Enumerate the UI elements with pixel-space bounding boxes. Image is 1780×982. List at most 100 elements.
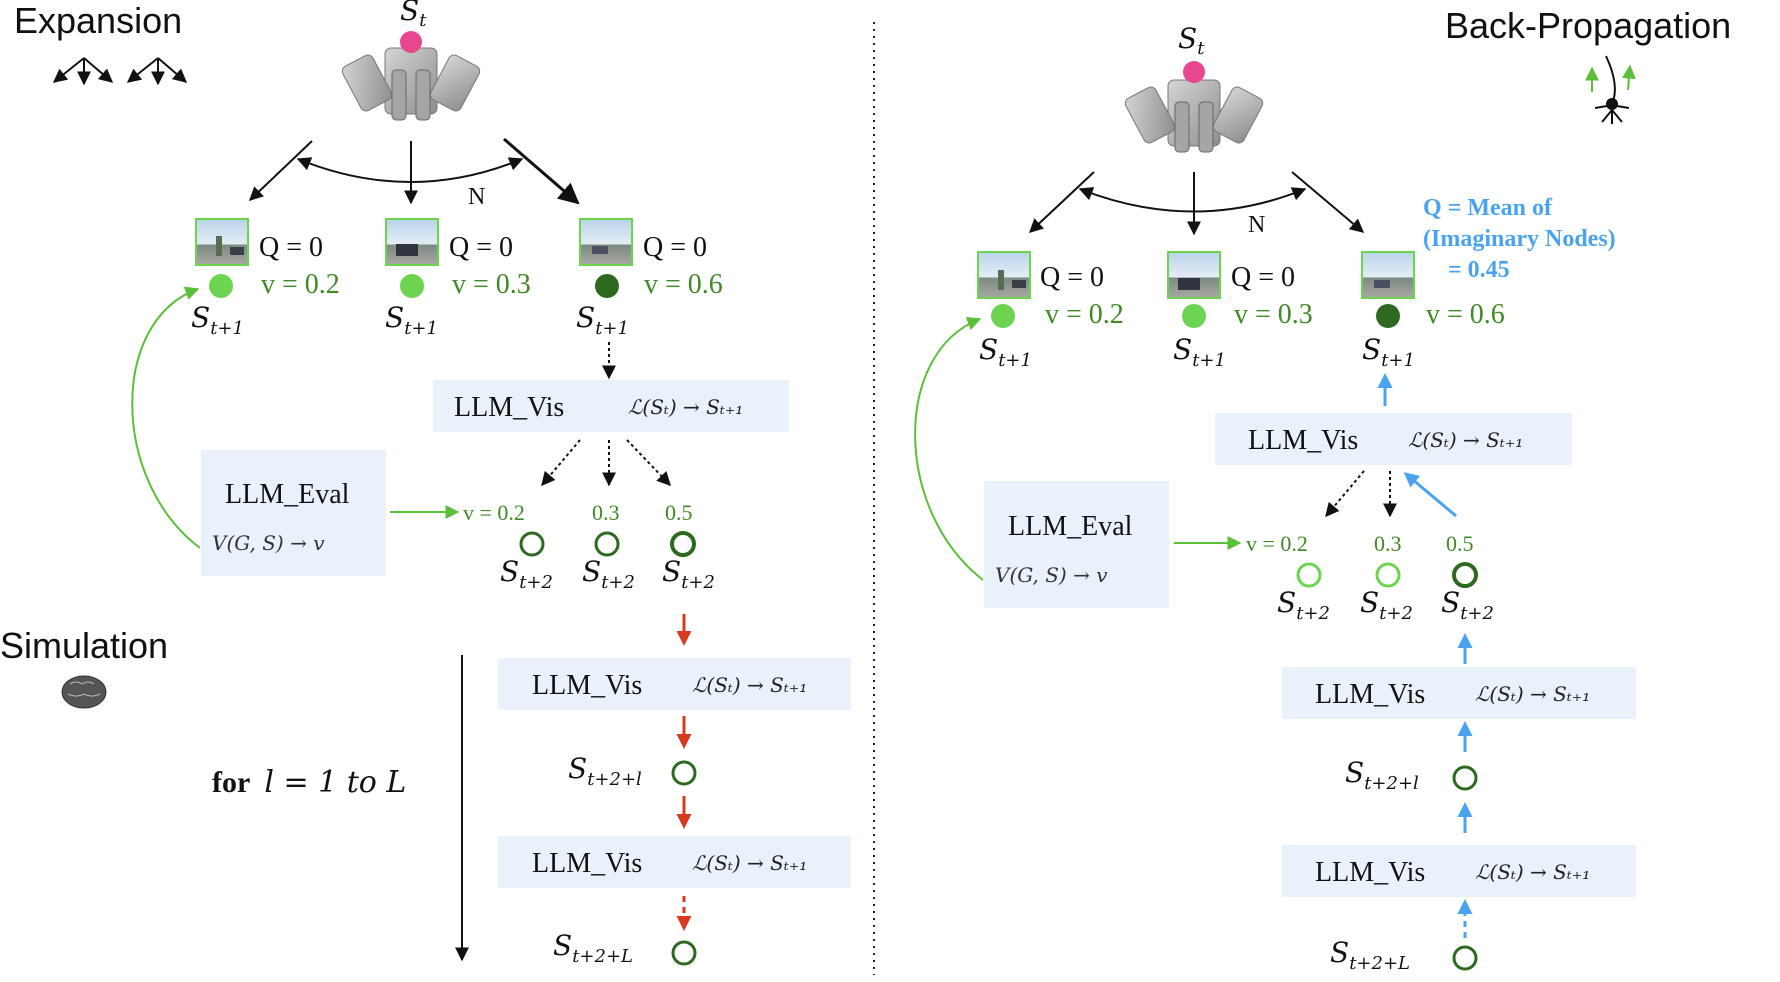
llm-eval-box: LLM_Eval V(G, S) → v [201, 450, 386, 576]
dotted-fanout [541, 439, 671, 487]
phase-title-expansion: Expansion [14, 0, 182, 41]
llm-vis-box: LLM_Vis ℒ(Sₜ) → Sₜ₊₁ [433, 380, 789, 432]
state-label: St+2 [1441, 586, 1494, 624]
llm-vis-formula: ℒ(Sₜ) → Sₜ₊₁ [692, 673, 807, 697]
child-node: Q = 0 v = 0.3 St+1 [385, 218, 531, 339]
child-node: v = 0.6 St+1 [1361, 251, 1505, 371]
q-value: Q = 0 [1040, 262, 1104, 293]
llm-vis-formula: ℒ(Sₜ) → Sₜ₊₁ [1475, 860, 1590, 884]
llm-vis-name: LLM_Vis [1315, 679, 1425, 710]
q-value: Q = 0 [259, 232, 323, 263]
expansion-arrows [1028, 171, 1365, 236]
llm-vis-box: LLM_Vis ℒ(Sₜ) → Sₜ₊₁ [498, 658, 851, 710]
llm-vis-box: LLM_Vis ℒ(Sₜ) → Sₜ₊₁ [1282, 667, 1636, 719]
llm-vis-name: LLM_Vis [454, 392, 564, 423]
v-value: v = 0.2 [1045, 299, 1124, 330]
llm-vis-name: LLM_Vis [532, 848, 642, 879]
street-view-thumbnail [579, 218, 633, 266]
robot-manipulator-icon [341, 31, 481, 121]
llm-eval-formula: V(G, S) → v [212, 531, 325, 555]
imaginary-node [1375, 562, 1401, 588]
llm-vis-name: LLM_Vis [1315, 857, 1425, 888]
value-node [1376, 304, 1400, 328]
imaginary-node [519, 531, 545, 557]
imaginary-node [1452, 562, 1478, 588]
root-state-label: St [1178, 22, 1205, 59]
state-label: St+2 [1360, 586, 1413, 624]
q-value: Q = 0 [643, 232, 707, 263]
imaginary-node [1452, 945, 1478, 971]
root-state-label: St [400, 0, 427, 31]
svg-text:= 0.45: = 0.45 [1448, 257, 1510, 283]
q-value: Q = 0 [1231, 262, 1295, 293]
imaginary-node [594, 531, 620, 557]
tree-branch-icon [52, 57, 188, 86]
street-view-thumbnail [195, 218, 249, 266]
child-node: Q = 0 v = 0.2 St+1 [977, 251, 1124, 371]
v-value: 0.5 [1446, 531, 1474, 556]
v-value: v = 0.3 [452, 269, 531, 300]
imaginary-node [671, 940, 697, 966]
v-value: v = 0.2 [1246, 531, 1308, 556]
llm-vis-box: LLM_Vis ℒ(Sₜ) → Sₜ₊₁ [498, 836, 851, 888]
v-value: 0.5 [665, 500, 693, 525]
llm-vis-formula: ℒ(Sₜ) → Sₜ₊₁ [1475, 682, 1590, 706]
llm-vis-formula: ℒ(Sₜ) → Sₜ₊₁ [1408, 428, 1523, 452]
v-value: 0.3 [592, 500, 620, 525]
child-node: Q = 0 v = 0.6 St+1 [576, 218, 723, 339]
brain-icon [61, 675, 107, 709]
state-label: St+2 [662, 555, 715, 593]
llm-vis-formula: ℒ(Sₜ) → Sₜ₊₁ [692, 851, 807, 875]
state-label: St+1 [979, 333, 1032, 371]
imaginary-node [1296, 562, 1322, 588]
street-view-thumbnail [1167, 251, 1221, 299]
llm-vis-box: LLM_Vis ℒ(Sₜ) → Sₜ₊₁ [1282, 845, 1636, 897]
child-node: Q = 0 v = 0.2 St+1 [191, 218, 340, 339]
llm-vis-name: LLM_Vis [532, 670, 642, 701]
street-view-thumbnail [977, 251, 1031, 299]
imaginary-node [671, 760, 697, 786]
dotted-fanout [1325, 470, 1397, 518]
state-label: St+2 [1277, 586, 1330, 624]
state-label: St+1 [191, 301, 244, 339]
llm-vis-formula: ℒ(Sₜ) → Sₜ₊₁ [628, 395, 743, 419]
blue-arrow [1403, 472, 1457, 518]
llm-vis-box: LLM_Vis ℒ(Sₜ) → Sₜ₊₁ [1215, 413, 1572, 465]
v-value: v = 0.6 [644, 269, 723, 300]
imaginary-node [1452, 765, 1478, 791]
state-label: St+2+l [1345, 756, 1419, 794]
robot-manipulator-icon [1124, 61, 1264, 153]
state-label: St+1 [385, 301, 438, 339]
state-label: St+2+l [568, 752, 642, 790]
neuron-icon [1585, 55, 1636, 124]
v-value: v = 0.2 [463, 500, 525, 525]
state-label: St+2+L [1330, 936, 1410, 974]
value-node [400, 274, 424, 298]
value-node [595, 274, 619, 298]
state-label: St+1 [1173, 333, 1226, 371]
child-node: Q = 0 v = 0.3 St+1 [1167, 251, 1313, 371]
imaginary-node [670, 531, 696, 557]
v-value: v = 0.2 [261, 269, 340, 300]
street-view-thumbnail [385, 218, 439, 266]
value-node [1182, 304, 1206, 328]
v-value: v = 0.6 [1426, 299, 1505, 330]
svg-text:(Imaginary Nodes): (Imaginary Nodes) [1423, 226, 1616, 252]
llm-vis-name: LLM_Vis [1248, 425, 1358, 456]
state-label: St+2+L [553, 929, 633, 967]
state-label: St+2 [582, 555, 635, 593]
llm-eval-formula: V(G, S) → v [995, 563, 1108, 587]
feedback-arrow [131, 286, 201, 549]
state-label: St+1 [1362, 333, 1415, 371]
q-value: Q = 0 [449, 232, 513, 263]
feedback-arrow [914, 316, 984, 581]
phase-title-backprop: Back-Propagation [1445, 5, 1731, 46]
state-label: St+2 [500, 555, 553, 593]
llm-eval-name: LLM_Eval [225, 479, 350, 510]
value-node [209, 274, 233, 298]
value-node [991, 304, 1015, 328]
n-label: N [468, 184, 485, 210]
v-value: 0.3 [1374, 531, 1402, 556]
